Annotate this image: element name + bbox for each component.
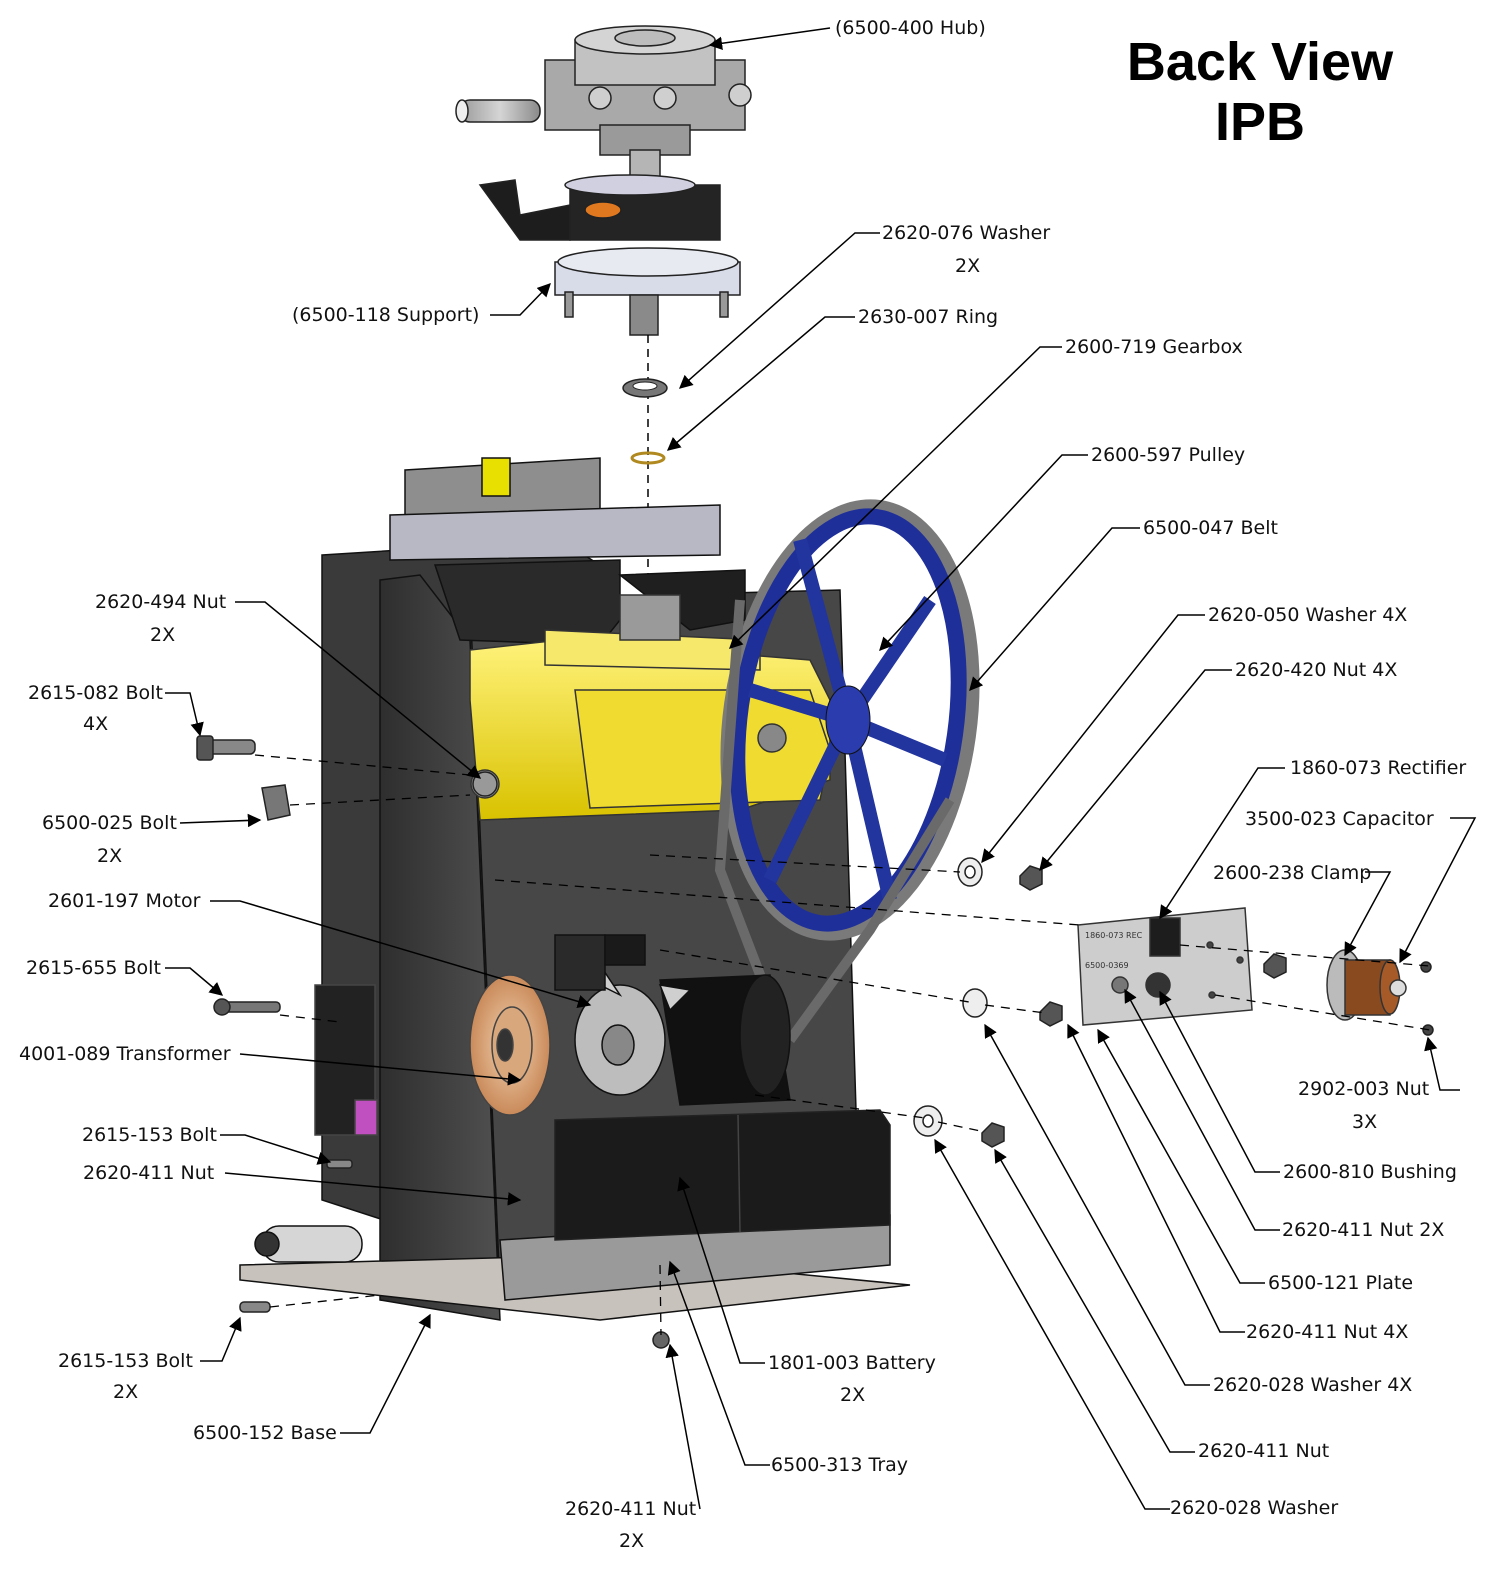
- ring-part: [630, 451, 666, 465]
- callout-bolt-655: 2615-655 Bolt: [26, 957, 161, 979]
- callout-support: (6500-118 Support): [292, 304, 480, 326]
- transformer-part: [314, 974, 551, 1136]
- capacitor-part: [1326, 949, 1407, 1021]
- callout-washer-050: 2620-050 Washer 4X: [1208, 604, 1408, 626]
- battery-part: [554, 1109, 891, 1241]
- callout-ring: 2630-007 Ring: [858, 306, 999, 328]
- callout-nut-411c: 2620-411 Nut 4X: [1246, 1321, 1409, 1343]
- callout-nut-902-qty: 3X: [1352, 1111, 1378, 1133]
- title-line-2: IPB: [1214, 92, 1306, 152]
- callout-rectifier: 1860-073 Rectifier: [1290, 757, 1467, 779]
- callout-tray: 6500-313 Tray: [771, 1454, 909, 1476]
- callout-nut-411d: 2620-411 Nut: [1198, 1440, 1330, 1462]
- leader-lines: [165, 27, 1477, 1510]
- callout-nut-411e: 2620-411 Nut: [565, 1498, 697, 1520]
- callout-belt: 6500-047 Belt: [1143, 517, 1278, 539]
- callout-nut-411a: 2620-411 Nut: [83, 1162, 215, 1184]
- callout-bolt-025: 6500-025 Bolt: [42, 812, 177, 834]
- callout-clamp: 2600-238 Clamp: [1213, 862, 1372, 884]
- callout-washer-076-qty: 2X: [955, 255, 981, 277]
- callout-washer-076: 2620-076 Washer: [882, 222, 1051, 244]
- callout-plate: 6500-121 Plate: [1268, 1272, 1414, 1294]
- callout-bushing: 2600-810 Bushing: [1283, 1161, 1457, 1183]
- callout-nut-494: 2620-494 Nut: [95, 591, 227, 613]
- callout-gearbox: 2600-719 Gearbox: [1065, 336, 1243, 358]
- callout-bolt-153a: 2615-153 Bolt: [82, 1124, 217, 1146]
- callout-battery-qty: 2X: [840, 1384, 866, 1406]
- callout-bolt-082: 2615-082 Bolt: [28, 682, 163, 704]
- callout-pulley: 2600-597 Pulley: [1091, 444, 1246, 466]
- callout-base: 6500-152 Base: [193, 1422, 337, 1444]
- callout-washer-028b: 2620-028 Washer: [1170, 1497, 1339, 1519]
- callout-nut-411e-qty: 2X: [619, 1530, 645, 1552]
- callout-nut-420: 2620-420 Nut 4X: [1235, 659, 1398, 681]
- callout-nut-902: 2902-003 Nut: [1298, 1078, 1430, 1100]
- callout-bolt-082-qty: 4X: [83, 713, 109, 735]
- motor-part: [554, 934, 791, 1106]
- callout-transformer: 4001-089 Transformer: [19, 1043, 231, 1065]
- callout-bolt-025-qty: 2X: [97, 845, 123, 867]
- callout-bolt-153b-qty: 2X: [113, 1381, 139, 1403]
- plate-marking-2: 6500-0369: [1085, 961, 1129, 970]
- plate-marking-1: 1860-073 REC: [1085, 931, 1143, 940]
- callout-nut-494-qty: 2X: [150, 624, 176, 646]
- assembly-lines: [254, 754, 1431, 1336]
- callout-nut-411b: 2620-411 Nut 2X: [1282, 1219, 1445, 1241]
- callout-hub: (6500-400 Hub): [835, 17, 986, 39]
- callout-bolt-153b: 2615-153 Bolt: [58, 1350, 193, 1372]
- hub-assembly: [455, 25, 752, 336]
- callout-washer-028a: 2620-028 Washer 4X: [1213, 1374, 1413, 1396]
- callout-battery: 1801-003 Battery: [768, 1352, 936, 1374]
- title-line-1: Back View: [1126, 32, 1394, 92]
- callout-capacitor: 3500-023 Capacitor: [1245, 808, 1434, 830]
- pulley-part: [714, 499, 980, 1043]
- callout-motor: 2601-197 Motor: [48, 890, 201, 912]
- loose-hardware: [196, 735, 1434, 1349]
- plate-part: 1860-073 REC 6500-0369: [1077, 907, 1253, 1026]
